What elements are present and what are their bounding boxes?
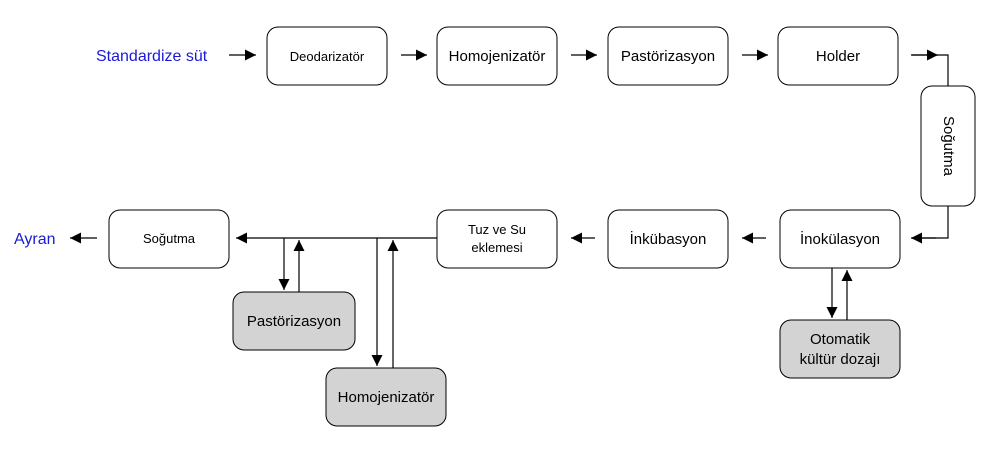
output-label: Ayran xyxy=(14,231,56,248)
connector-cooling-to-inoculation xyxy=(912,206,949,239)
culture-dosing-label-line1: Otomatik xyxy=(810,331,871,348)
cooling-final-box: Soğutma xyxy=(108,209,230,269)
homogenizer-top-box: Homojenizatör xyxy=(436,26,558,86)
cooling-final-label: Soğutma xyxy=(143,231,196,246)
pasteurization-side-label: Pastörizasyon xyxy=(247,313,341,330)
holder-label: Holder xyxy=(816,48,860,65)
culture-dosing-label-line2: kültür dozajı xyxy=(800,351,881,368)
incubation-box: İnkübasyon xyxy=(607,209,729,269)
homogenizer-top-label: Homojenizatör xyxy=(449,48,546,65)
salt-water-label-line1: Tuz ve Su xyxy=(468,222,526,237)
holder-box: Holder xyxy=(777,26,899,86)
pasteurization-top-label: Pastörizasyon xyxy=(621,48,715,65)
cooling-vertical-label: Soğutma xyxy=(940,116,957,177)
culture-dosing-box: Otomatik kültür dozajı xyxy=(779,319,901,379)
salt-water-label-line2: eklemesi xyxy=(471,240,522,255)
inoculation-box: İnokülasyon xyxy=(779,209,901,269)
input-label: Standardize süt xyxy=(96,48,208,65)
homogenizer-side-box: Homojenizatör xyxy=(325,367,447,427)
connector-holder-to-cooling xyxy=(911,54,949,86)
homogenizer-side-label: Homojenizatör xyxy=(338,389,435,406)
inoculation-label: İnokülasyon xyxy=(800,230,880,248)
salt-water-box: Tuz ve Su eklemesi xyxy=(436,209,558,269)
cooling-vertical-box: Soğutma xyxy=(920,85,976,207)
deodorizer-label: Deodarizatör xyxy=(290,49,365,64)
pasteurization-side-box: Pastörizasyon xyxy=(232,291,356,351)
pasteurization-top-box: Pastörizasyon xyxy=(607,26,729,86)
deodorizer-box: Deodarizatör xyxy=(266,26,388,86)
incubation-label: İnkübasyon xyxy=(630,230,707,248)
